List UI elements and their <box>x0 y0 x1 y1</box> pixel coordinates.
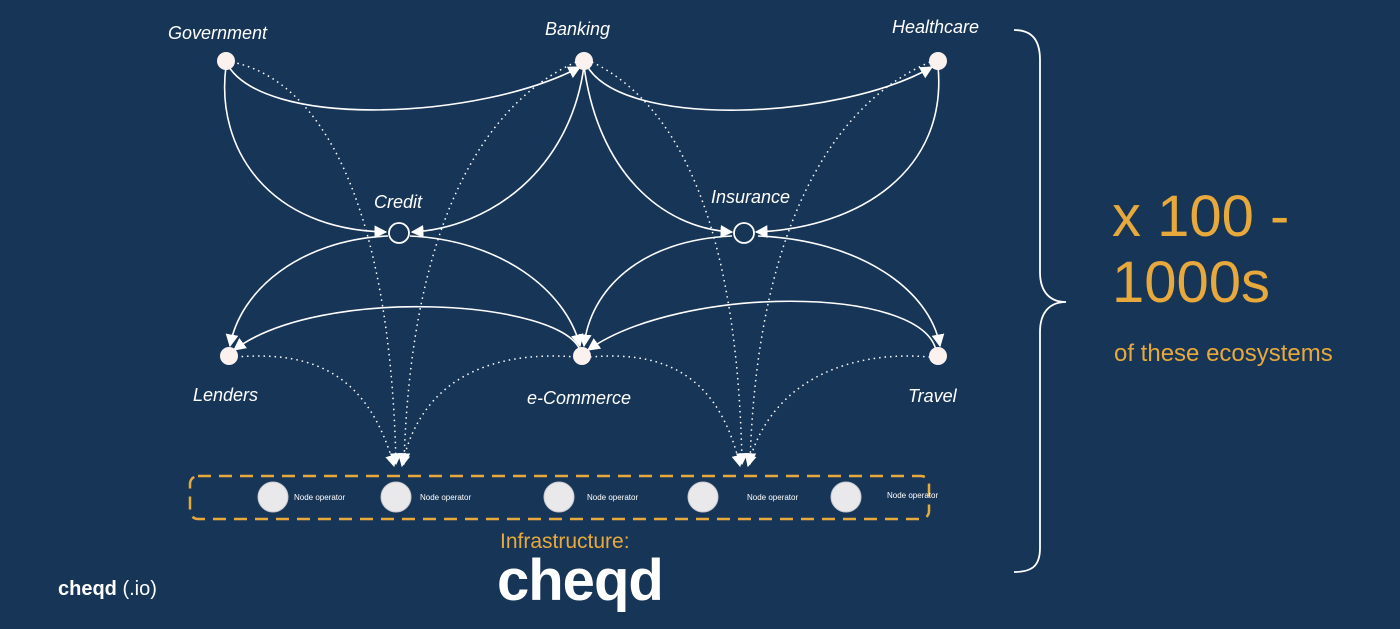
label-lenders: Lenders <box>193 385 258 405</box>
node-ecommerce <box>573 347 591 365</box>
node-banking <box>575 52 593 70</box>
edge-banking-credit <box>410 65 585 238</box>
dotted-connections <box>231 61 931 468</box>
scale-subtitle: of these ecosystems <box>1114 340 1333 367</box>
node-operator-3 <box>543 481 575 513</box>
label-healthcare: Healthcare <box>892 17 979 37</box>
node-operator-label-1: Node operator <box>294 493 345 502</box>
infrastructure-box: Node operator Node operator Node operato… <box>188 474 938 521</box>
label-government: Government <box>168 23 268 43</box>
node-lenders <box>220 347 238 365</box>
node-credit <box>388 222 410 244</box>
scale-line-2: 1000s <box>1112 250 1271 315</box>
edge-government-banking <box>225 61 582 111</box>
edge-banking-healthcare <box>585 63 934 111</box>
dotted-ecommerce-infra-left <box>398 355 577 468</box>
node-healthcare <box>929 52 947 70</box>
node-operator-label-5: Node operator <box>887 491 938 500</box>
footer-brand-suffix: (.io) <box>122 578 157 600</box>
node-operator-label-2: Node operator <box>420 493 471 502</box>
dotted-ecommerce-infra-right <box>589 355 744 468</box>
node-travel <box>929 347 947 365</box>
node-operator-1 <box>257 481 289 513</box>
label-credit: Credit <box>374 192 423 212</box>
node-labels: Government Banking Healthcare Credit Ins… <box>168 17 979 408</box>
edge-ecommerce-lenders <box>232 305 581 351</box>
node-government <box>217 52 235 70</box>
dotted-healthcare-infra <box>744 61 931 466</box>
footer-brand-name: cheqd <box>58 578 117 600</box>
infrastructure-border <box>188 474 931 521</box>
node-operator-4 <box>687 481 719 513</box>
edge-banking-insurance <box>583 65 734 238</box>
infrastructure-label: Infrastructure: <box>500 530 630 553</box>
node-insurance <box>733 222 755 244</box>
node-operator-label-3: Node operator <box>587 493 638 502</box>
dotted-lenders-infra <box>235 355 397 468</box>
dotted-banking-infra-right <box>591 61 748 466</box>
infrastructure-brand: cheqd <box>497 548 664 613</box>
node-operator-2 <box>380 481 412 513</box>
edge-credit-lenders <box>225 235 389 348</box>
edge-government-credit <box>223 65 388 239</box>
edge-travel-ecommerce <box>586 300 937 351</box>
footer-brand: cheqd (.io) <box>58 578 157 601</box>
ecosystem-nodes <box>217 52 947 365</box>
label-ecommerce: e-Commerce <box>527 388 631 408</box>
scale-headline: x 100 - 1000s <box>1112 184 1372 316</box>
edge-credit-ecommerce <box>409 235 584 348</box>
dotted-travel-infra <box>744 355 931 468</box>
label-insurance: Insurance <box>711 187 790 207</box>
label-banking: Banking <box>545 19 610 39</box>
edge-insurance-ecommerce <box>578 235 733 348</box>
edge-healthcare-insurance <box>754 65 940 238</box>
node-operator-label-4: Node operator <box>747 493 798 502</box>
right-brace <box>1013 29 1067 573</box>
solid-connections <box>223 61 945 351</box>
label-travel: Travel <box>908 386 958 406</box>
edge-insurance-travel <box>757 235 945 348</box>
node-operator-5 <box>830 481 862 513</box>
scale-line-1: x 100 - <box>1112 184 1290 249</box>
